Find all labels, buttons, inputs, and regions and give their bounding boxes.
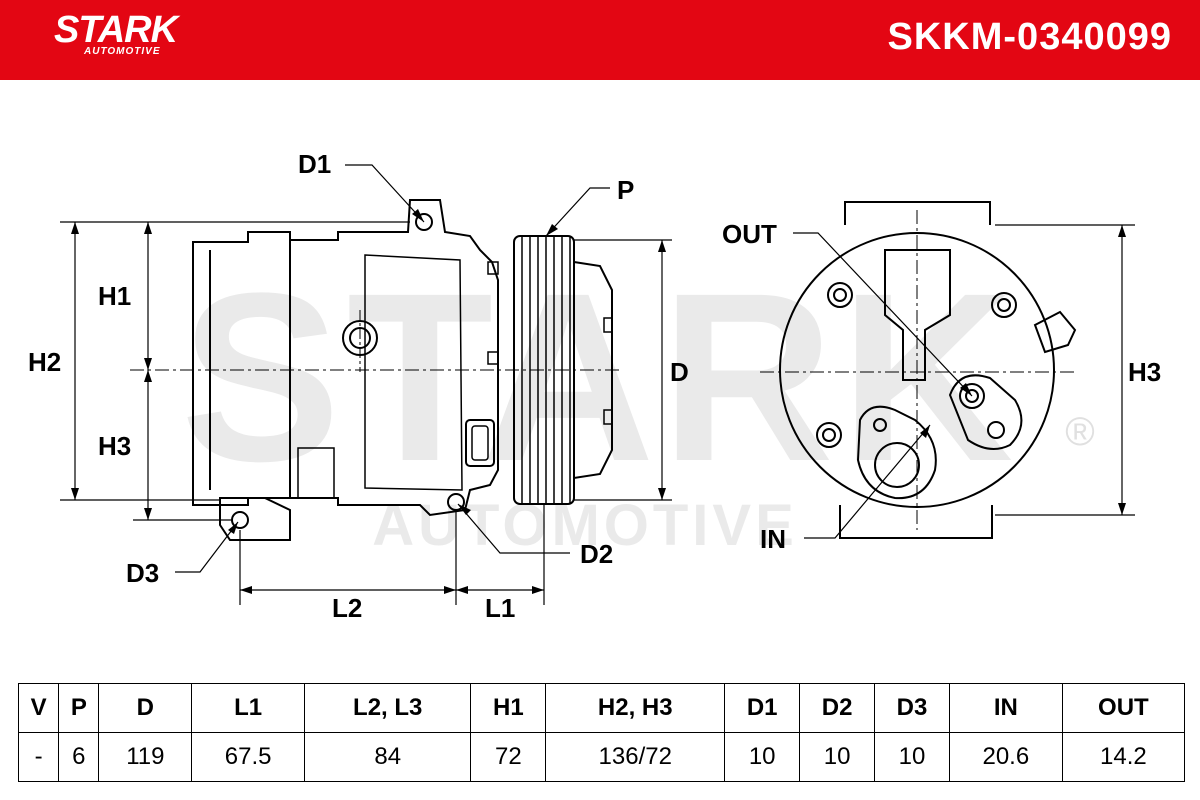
header-bar: STARK AUTOMOTIVE SKKM-0340099 <box>0 0 1200 80</box>
top-boss <box>844 201 991 225</box>
hole-d2 <box>447 493 465 511</box>
value-h1: 72 <box>470 732 547 782</box>
header-d3: D3 <box>874 683 950 733</box>
spec-value-row: - 6 119 67.5 84 72 136/72 10 10 10 20.6 … <box>17 732 1186 782</box>
logo-brand: STARK <box>54 9 178 51</box>
header-h2-h3: H2, H3 <box>545 683 726 733</box>
value-in: 20.6 <box>948 732 1063 782</box>
value-d1: 10 <box>724 732 801 782</box>
value-l1: 67.5 <box>191 732 306 782</box>
mount-ear-bottom <box>219 497 291 541</box>
label-h3-side: H3 <box>98 431 131 461</box>
value-h2-h3: 136/72 <box>545 732 726 782</box>
label-p: P <box>617 175 634 205</box>
rear-view <box>779 201 1077 539</box>
spec-table: V P D L1 L2, L3 H1 H2, H3 D1 D2 D3 IN OU… <box>17 683 1186 782</box>
relief-valve <box>1033 310 1077 354</box>
out-plate <box>948 374 1023 450</box>
stark-logo: STARK AUTOMOTIVE <box>54 9 178 57</box>
dimension-lines-rear <box>793 224 1135 539</box>
dimension-lines-side <box>60 164 672 605</box>
header-l2-l3: L2, L3 <box>304 683 472 733</box>
header-out: OUT <box>1061 683 1186 733</box>
dimension-arrows <box>71 209 666 594</box>
label-h3-rear: H3 <box>1128 357 1161 387</box>
header-v: V <box>17 683 60 733</box>
header-p: P <box>58 683 100 733</box>
value-v: - <box>17 732 60 782</box>
label-out: OUT <box>722 219 777 249</box>
watermark-registered-mark: ® <box>1065 410 1094 454</box>
bottom-boss <box>839 505 993 539</box>
part-number: SKKM-0340099 <box>887 16 1172 58</box>
header-d: D <box>98 683 193 733</box>
value-out: 14.2 <box>1061 732 1186 782</box>
hole-d1 <box>415 213 433 231</box>
in-port <box>874 442 920 488</box>
label-l1: L1 <box>485 593 515 623</box>
header-d1: D1 <box>724 683 801 733</box>
compressor-drawing: STARK AUTOMOTIVE ® <box>28 149 1161 623</box>
value-d3: 10 <box>874 732 950 782</box>
main-body <box>289 199 499 517</box>
label-l2: L2 <box>332 593 362 623</box>
rear-housing <box>779 232 1055 508</box>
logo-subtitle: AUTOMOTIVE <box>84 46 161 57</box>
label-h2: H2 <box>28 347 61 377</box>
label-d: D <box>670 357 689 387</box>
value-p: 6 <box>58 732 100 782</box>
header-l1: L1 <box>191 683 306 733</box>
clutch-plate <box>573 260 613 480</box>
label-h1: H1 <box>98 281 131 311</box>
spec-header-row: V P D L1 L2, L3 H1 H2, H3 D1 D2 D3 IN OU… <box>17 683 1186 733</box>
header-in: IN <box>948 683 1063 733</box>
out-channel <box>884 249 951 381</box>
value-d2: 10 <box>799 732 876 782</box>
out-port <box>959 383 985 409</box>
value-l2-l3: 84 <box>304 732 472 782</box>
label-d1: D1 <box>298 149 331 179</box>
value-d: 119 <box>98 732 193 782</box>
label-d3: D3 <box>126 558 159 588</box>
header-d2: D2 <box>799 683 876 733</box>
electrical-connector <box>465 419 495 467</box>
label-in: IN <box>760 524 786 554</box>
diagram-labels: D1 P H1 H2 H3 D D3 D2 L2 L1 OUT IN H3 <box>28 149 1161 623</box>
header-h1: H1 <box>470 683 547 733</box>
label-d2: D2 <box>580 539 613 569</box>
watermark: STARK AUTOMOTIVE ® <box>181 243 1095 558</box>
watermark-text: STARK <box>181 243 1020 511</box>
watermark-subtext: AUTOMOTIVE <box>372 493 798 558</box>
